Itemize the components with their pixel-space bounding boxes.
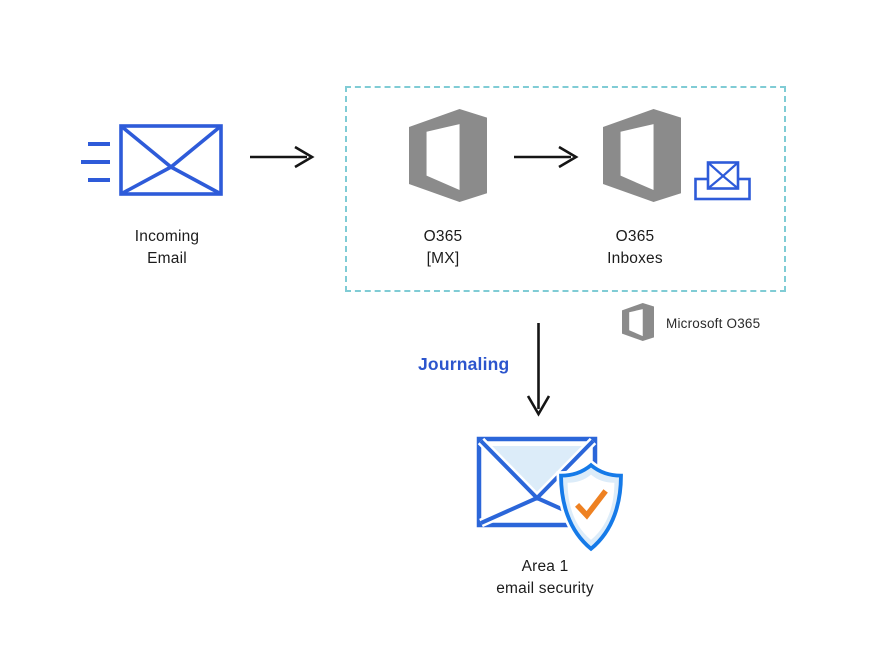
journaling-label: Journaling [418, 354, 510, 374]
inbox-envelope-flap [707, 161, 739, 190]
arrow-down-icon [526, 323, 551, 417]
area1-label: Area 1 email security [460, 556, 630, 600]
label-line: Inboxes [607, 250, 663, 267]
inbox-envelope-icon [694, 161, 751, 201]
label-line: Email [147, 250, 187, 267]
shield-check-icon [556, 461, 626, 553]
envelope-flap-lines [119, 124, 223, 196]
o365-mx-label: O365 [MX] [393, 226, 493, 270]
office365-logo-icon [622, 303, 654, 341]
office365-logo-icon [603, 109, 681, 202]
label-line: O365 [423, 228, 463, 245]
incoming-envelope-icon [81, 124, 223, 196]
legend-label: Microsoft O365 [666, 316, 761, 331]
label-line: Incoming [134, 228, 200, 245]
area1-envelope-flap-fill [486, 446, 588, 498]
label-line: [MX] [426, 250, 460, 267]
o365-inboxes-label: O365 Inboxes [585, 226, 685, 270]
label-line: O365 [615, 228, 655, 245]
o365-boundary-box [345, 86, 786, 292]
incoming-email-label: Incoming Email [97, 226, 237, 270]
office365-logo-icon [409, 109, 487, 202]
arrow-right-icon [250, 145, 315, 169]
label-line: Area 1 [521, 558, 569, 575]
envelope-outline [119, 124, 223, 196]
label-line: email security [496, 580, 594, 597]
check-icon [575, 489, 608, 520]
arrow-right-icon [514, 145, 579, 169]
